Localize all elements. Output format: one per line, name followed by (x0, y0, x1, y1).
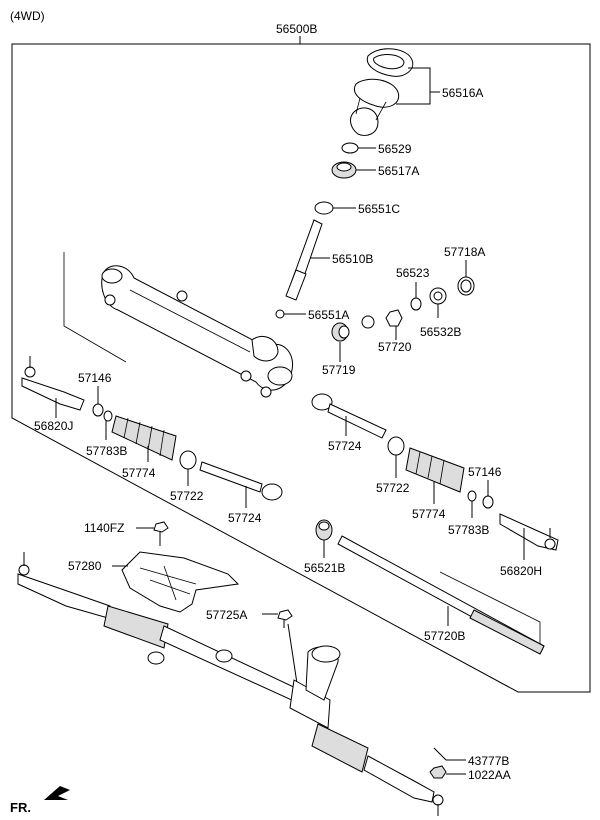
callout-1022AA: 1022AA (468, 768, 511, 782)
callout-57783B-left: 57783B (86, 444, 127, 458)
callout-57774-right: 57774 (412, 507, 446, 521)
callout-56551A: 56551A (308, 308, 349, 322)
bush-57719 (331, 322, 350, 342)
plug-56551a (275, 309, 285, 319)
guide-lines (63, 252, 541, 646)
boot-57774-right (405, 447, 465, 493)
nut-57720 (385, 309, 403, 327)
rack-bar-57720b (337, 535, 545, 655)
clamp-57722-left (179, 450, 197, 470)
callout-56820H: 56820H (500, 564, 542, 578)
pin-43777b (433, 747, 447, 761)
complete-gear-assembly (17, 552, 444, 816)
callout-57280: 57280 (68, 559, 102, 573)
forward-direction-arrow-icon (44, 786, 70, 800)
callout-57722-left: 57722 (170, 489, 204, 503)
callout-56820J: 56820J (34, 419, 73, 433)
ring-56551c (314, 201, 334, 215)
assembly-bracket (11, 36, 591, 693)
cover-56516a-group (350, 48, 414, 136)
callout-56517A: 56517A (378, 164, 419, 178)
pinion-56510b (285, 219, 323, 301)
callout-43777B: 43777B (468, 754, 509, 768)
inner-rod-57724-left (199, 461, 283, 501)
inner-rod-57724-right (311, 393, 387, 439)
callout-57720: 57720 (378, 340, 412, 354)
leader-56516a (396, 67, 431, 105)
callout-57724-left: 57724 (228, 511, 262, 525)
callout-56516A: 56516A (442, 86, 483, 100)
callout-56521B: 56521B (304, 561, 345, 575)
callout-56532B: 56532B (420, 325, 461, 339)
callout-56551C: 56551C (358, 202, 400, 216)
callout-1140FZ: 1140FZ (84, 521, 124, 535)
callout-57720B: 57720B (424, 629, 465, 643)
heat-shield-57280 (121, 551, 240, 613)
boot-57774-left (111, 415, 177, 461)
callout-56529: 56529 (378, 142, 412, 156)
ring-57718a (457, 276, 475, 296)
callout-56523: 56523 (396, 266, 430, 280)
callout-57718A: 57718A (444, 245, 485, 259)
clamp-57722-right (387, 436, 405, 456)
callout-57774-left: 57774 (122, 466, 156, 480)
direction-label: FR. (10, 800, 31, 815)
callout-57725A: 57725A (206, 608, 247, 622)
callout-57719: 57719 (322, 363, 356, 377)
clip-57146-right (482, 495, 494, 509)
callout-57783B-right: 57783B (448, 523, 489, 537)
callout-57146-right: 57146 (468, 465, 502, 479)
callout-56510B: 56510B (332, 252, 373, 266)
callout-57722-right: 57722 (376, 481, 410, 495)
bolt-1140fz (153, 521, 169, 546)
washer-56529 (341, 142, 359, 154)
leader-57725a-down (287, 623, 299, 691)
variant-label: (4WD) (10, 9, 45, 23)
seal-56532b (429, 287, 447, 305)
bolt-57725a (277, 609, 293, 628)
clip-57783b-right (467, 490, 477, 502)
clip-57783b-left (103, 410, 113, 422)
washer-56523 (410, 297, 422, 311)
tie-rod-end-56820j (21, 356, 85, 411)
callout-57146-left: 57146 (78, 371, 112, 385)
assembly-label: 56500B (276, 22, 317, 36)
tie-rod-end-56820h (499, 513, 559, 551)
ring-small (361, 315, 375, 329)
seal-56517a (331, 161, 357, 179)
nut-1022aa (429, 765, 447, 779)
upper-gear-housing (101, 265, 294, 398)
bushing-56521b (315, 519, 333, 541)
callout-57724-right: 57724 (328, 439, 362, 453)
clip-57146-left (92, 403, 104, 417)
